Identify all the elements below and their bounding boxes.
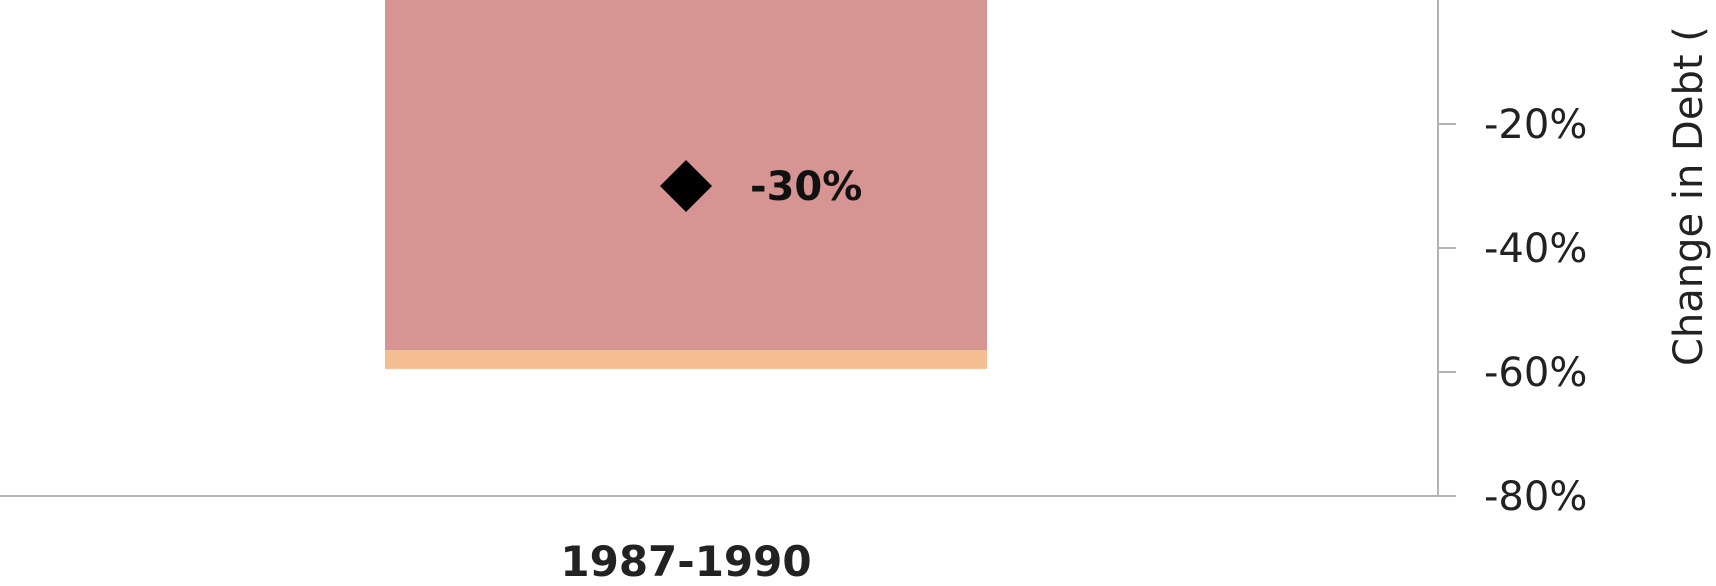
diamond-marker: [660, 160, 712, 212]
y-tick-label: -20%: [1484, 102, 1587, 148]
labels-layer: 1987-1990: [560, 537, 811, 586]
markers-layer: -30%: [660, 160, 862, 212]
y-tick-label: -40%: [1484, 226, 1587, 272]
marker-value-label: -30%: [750, 164, 862, 210]
y-tick-label: -80%: [1484, 474, 1587, 520]
x-category-label: 1987-1990: [560, 537, 811, 582]
bar-segment-2: [385, 350, 987, 369]
y-axis-title: Change in Debt (: [1666, 26, 1712, 366]
y-axis-ticks: -20% -40% -60% -80%: [1438, 102, 1587, 520]
y-tick-label: -60%: [1484, 350, 1587, 396]
